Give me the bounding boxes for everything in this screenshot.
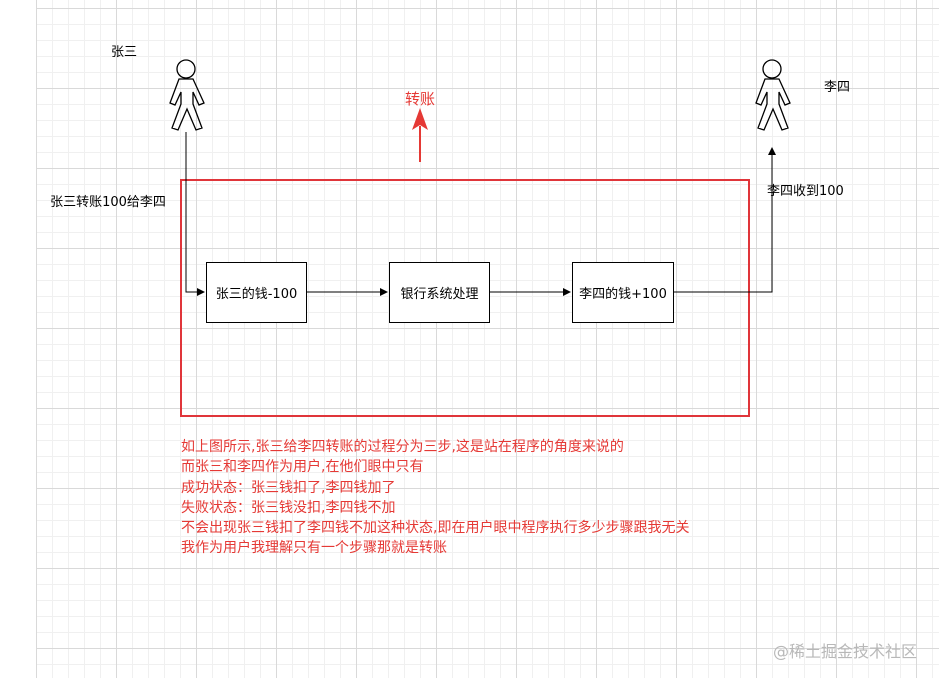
process-frame bbox=[180, 179, 750, 417]
receiver-figure-icon bbox=[755, 59, 791, 131]
sender-figure-icon bbox=[169, 59, 205, 131]
sender-action-label: 张三转账100给李四 bbox=[50, 195, 166, 210]
explanation-line: 失败状态：张三钱没扣,李四钱不加 bbox=[181, 499, 396, 516]
transfer-label: 转账 bbox=[405, 90, 436, 108]
transfer-arrow-icon bbox=[412, 108, 428, 162]
step-label: 银行系统处理 bbox=[400, 287, 479, 302]
explanation-line: 如上图所示,张三给李四转账的过程分为三步,这是站在程序的角度来说的 bbox=[181, 439, 624, 455]
explanation-note: 如上图所示,张三给李四转账的过程分为三步,这是站在程序的角度来说的 而张三和李四… bbox=[181, 437, 689, 559]
watermark: @稀土掘金技术社区 bbox=[772, 642, 917, 661]
step-box-bank: 银行系统处理 bbox=[389, 262, 490, 323]
explanation-line: 不会出现张三钱扣了李四钱不加这种状态,即在用户眼中程序执行多少步骤跟我无关 bbox=[181, 520, 690, 537]
explanation-line: 成功状态：张三钱扣了,李四钱加了 bbox=[181, 479, 396, 496]
receiver-result-label: 李四收到100 bbox=[767, 184, 844, 199]
step-box-credit: 李四的钱+100 bbox=[572, 262, 674, 323]
receiver-label: 李四 bbox=[824, 80, 851, 95]
step-box-deduct: 张三的钱-100 bbox=[206, 262, 307, 323]
explanation-line: 而张三和李四作为用户,在他们眼中只有 bbox=[181, 459, 424, 476]
sender-label: 张三 bbox=[111, 45, 138, 60]
explanation-line: 我作为用户我理解只有一个步骤那就是转账 bbox=[181, 540, 447, 557]
step-label: 李四的钱+100 bbox=[579, 287, 667, 302]
step-label: 张三的钱-100 bbox=[215, 287, 298, 302]
canvas-margin bbox=[0, 0, 36, 678]
